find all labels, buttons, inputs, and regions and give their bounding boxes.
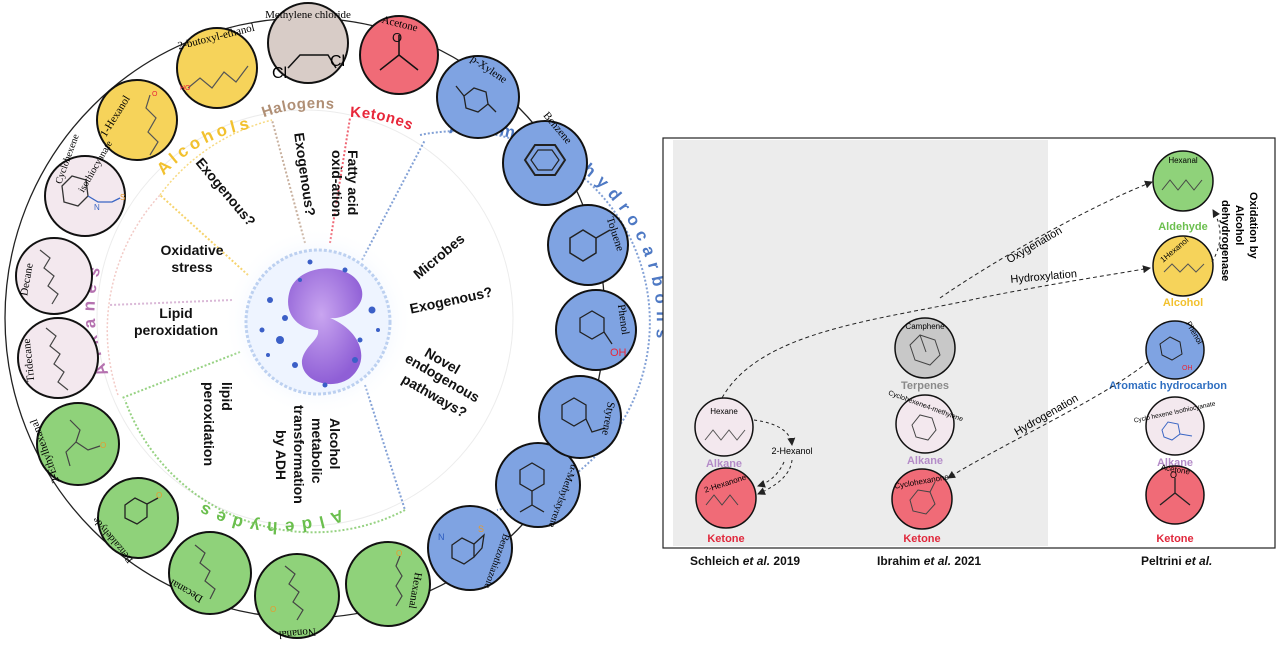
mol-decanal: Decanal	[168, 531, 252, 615]
mol-phenol: OH Phenol	[555, 289, 637, 371]
svg-text:N: N	[438, 532, 445, 542]
source-lipid-peroxidation-line2: peroxidation	[134, 322, 218, 338]
mol-styrene-label: Styrene	[599, 401, 617, 436]
arrow-hexanol-hexanone	[757, 459, 793, 495]
source-lipid-ald-line1: lipid	[219, 382, 235, 411]
arrow-hexanol-hexanone-2	[757, 461, 785, 488]
source-fatty-acid-line2: oxid-ation	[329, 150, 345, 217]
svg-text:Camphene: Camphene	[905, 322, 945, 331]
mol-methylene-chloride-label: Methylene chloride	[265, 9, 351, 21]
svg-text:OH: OH	[1182, 365, 1193, 372]
alkane-arc	[106, 194, 161, 396]
column-labels: Schleich et al. 2019 Ibrahim et al. 2021…	[690, 554, 1212, 568]
source-oxidative-stress-line2: stress	[171, 259, 212, 275]
node-hexanone: 2-Hexanone	[695, 467, 757, 529]
label-terpenes-class: Terpenes	[901, 380, 949, 392]
label-hydroxylation: Hydroxylation	[1010, 268, 1077, 286]
svg-text:Cl: Cl	[272, 65, 287, 82]
mol-decane: Decane	[15, 237, 93, 315]
source-adh-line4: by ADH	[273, 430, 289, 480]
svg-text:O: O	[392, 30, 402, 45]
mol-p-xylene: p-Xylene	[436, 53, 520, 139]
mol-decane-label: Decane	[18, 262, 36, 297]
svg-text:S: S	[120, 193, 125, 202]
svg-text:OH: OH	[610, 347, 627, 359]
node-camphene: Camphene	[894, 317, 956, 379]
alcohol-arc	[159, 119, 273, 196]
svg-text:S: S	[478, 524, 484, 534]
svg-text:O: O	[152, 91, 158, 98]
wheel-inner-ring	[96, 109, 514, 527]
svg-text:Oxidation by: Oxidation by	[1247, 192, 1259, 260]
sector-dividers	[109, 117, 426, 511]
source-fatty-acid-line1: Fatty acid	[345, 150, 361, 215]
source-adh-line1: Alcohol	[327, 418, 343, 469]
source-adh-line2: metabolic	[309, 418, 325, 484]
mol-ethylhexanal: O 2-Ethylhexanal	[28, 402, 120, 486]
source-oxidative-stress-line1: Oxidative	[160, 242, 223, 258]
node-cyclohexanone: Cyclohexanone	[891, 468, 953, 530]
mol-phenol-label: Phenol	[615, 304, 631, 336]
mol-butoxyethanol: HO 2-butoxyl-ethanol	[176, 22, 258, 109]
label-hexanol1-class: Alcohol	[1163, 297, 1203, 309]
mol-methylene-chloride: Cl Cl Methylene chloride	[265, 2, 351, 84]
pathway-panel: Hexane Alkane 2-Hexanone Ketone 2-Hexano…	[662, 137, 1276, 568]
svg-text:O: O	[1170, 470, 1177, 480]
label-phenol-class: Aromatic hydrocarbon	[1109, 380, 1227, 392]
mol-tridecane-label: Tridecane	[21, 338, 38, 383]
label-hexanone-class: Ketone	[707, 533, 744, 545]
label-2-hexanol: 2-Hexanol	[771, 446, 812, 456]
label-hexanal-class: Aldehyde	[1158, 221, 1208, 233]
label-hexane-class: Alkane	[706, 458, 742, 470]
node-phenol: OH Phenol	[1145, 320, 1205, 380]
svg-text:O: O	[156, 491, 162, 500]
mol-methylstyrene: α-Methylstyrene	[495, 442, 581, 529]
column-schleich: Schleich et al. 2019	[690, 554, 800, 568]
svg-text:Alcohol: Alcohol	[1233, 205, 1245, 245]
mol-toluene: Toluene	[547, 204, 629, 286]
mol-acetone: O Acetone	[359, 14, 439, 95]
arrow-hydroxylation	[721, 265, 1151, 399]
svg-text:Hexane: Hexane	[710, 407, 738, 416]
node-acetone: O Acetone	[1145, 463, 1205, 525]
label-acetone-class: Ketone	[1156, 533, 1193, 545]
svg-text:N: N	[94, 203, 100, 212]
arrow-hydrogenation	[947, 361, 1149, 479]
arrow-adh	[1211, 209, 1221, 263]
label-cyclohexanone-class: Ketone	[903, 533, 940, 545]
label-methylene-class: Alkane	[907, 455, 943, 467]
svg-text:O: O	[270, 605, 276, 614]
mol-hexanol: O 1-Hexanol	[96, 79, 178, 161]
label-adh: Oxidation by Alcohol dehydrogenase	[1219, 192, 1259, 281]
mol-nonanal-label: Nonanal	[278, 625, 316, 640]
label-cyclohexene-iso-class: Alkane	[1157, 457, 1193, 469]
mol-benzothiazole: N S Benzothiazole	[427, 505, 513, 591]
svg-text:O: O	[396, 549, 402, 558]
svg-text:dehydrogenase: dehydrogenase	[1219, 200, 1231, 281]
source-lipid-peroxidation-line1: Lipid	[159, 305, 192, 321]
mol-tridecane: Tridecane	[17, 317, 99, 399]
column-ibrahim: Ibrahim et al. 2021	[877, 554, 981, 568]
svg-text:Hexanal: Hexanal	[1168, 156, 1198, 165]
node-hexanal: Hexanal	[1152, 150, 1214, 212]
svg-text:HO: HO	[180, 85, 191, 92]
voc-wheel: Exogenous? Exogenous? Fatty acid oxid-at…	[4, 2, 665, 641]
aldehyde-arc	[124, 399, 406, 534]
mol-styrene: Styrene	[538, 375, 622, 459]
neutrophil-cell	[223, 227, 413, 417]
svg-text:O: O	[100, 441, 106, 450]
column-peltrini: Peltrini et al.	[1141, 554, 1212, 568]
mol-hexanal: O Hexanal	[345, 541, 431, 627]
node-1-hexanol: 1Hexanol	[1152, 235, 1214, 297]
source-lipid-ald-line2: peroxidation	[201, 382, 217, 466]
svg-text:Cl: Cl	[330, 53, 345, 70]
mol-nonanal: O Nonanal	[254, 553, 340, 641]
arrow-oxygenation	[939, 180, 1153, 299]
source-adh-line3: transformation	[291, 405, 307, 504]
node-hexane: Hexane	[694, 397, 754, 457]
